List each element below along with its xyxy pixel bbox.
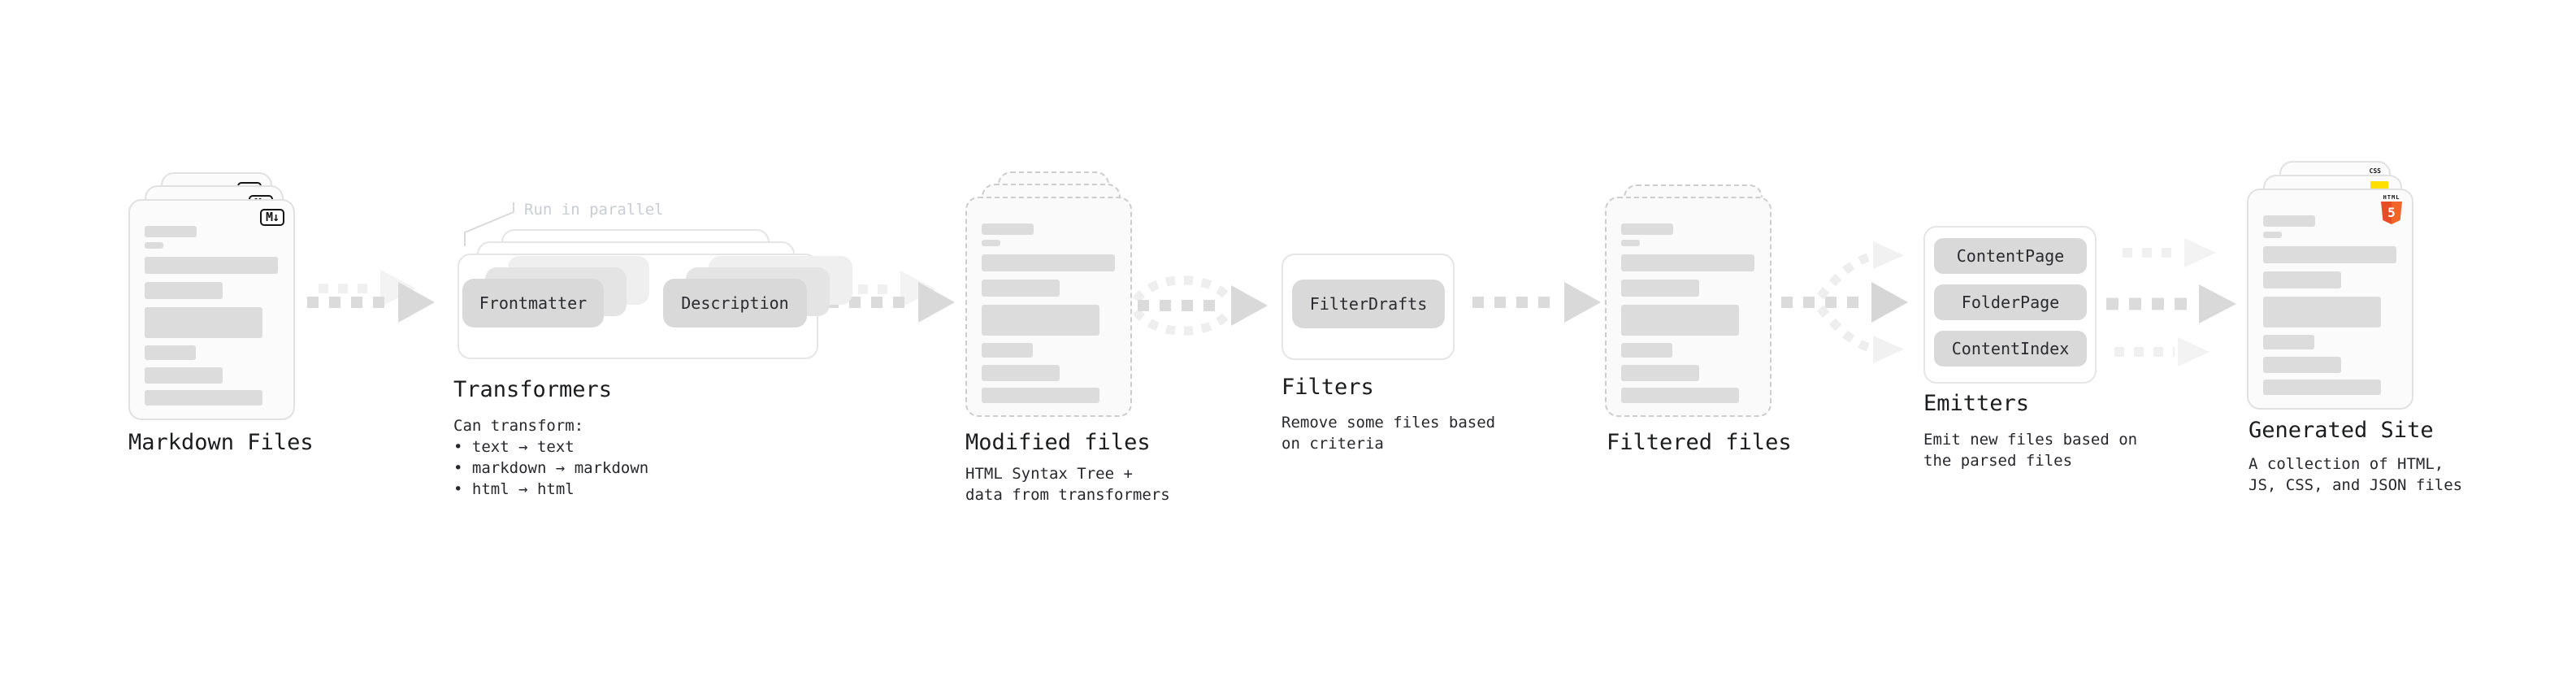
html5-word: HTML (2383, 194, 2400, 201)
placeholder-bar (1621, 365, 1699, 381)
modified-desc-line: HTML Syntax Tree + (965, 465, 1133, 483)
placeholder-bar (145, 257, 278, 274)
emitters-description: Emit new files based on the parsed files (1923, 429, 2137, 471)
modified-document-front (965, 197, 1132, 417)
transformers-desc-line: • html → html (453, 480, 575, 498)
placeholder-bar (982, 388, 1099, 403)
placeholder-bar (982, 223, 1034, 235)
placeholder-bar (2263, 380, 2381, 395)
placeholder-bar (1621, 280, 1699, 297)
generated-document-front: HTML 5 (2247, 189, 2413, 410)
placeholder-bar (2263, 246, 2396, 263)
placeholder-bar (982, 343, 1033, 358)
placeholder-bar (982, 240, 1000, 246)
contentpage-pill: ContentPage (1934, 238, 2087, 274)
frontmatter-pill: Frontmatter (462, 279, 604, 327)
generated-site-description: A collection of HTML, JS, CSS, and JSON … (2249, 453, 2462, 496)
placeholder-bar (1621, 223, 1673, 235)
arrow-emitters-to-generated-icon (2106, 238, 2236, 367)
filters-title: Filters (1281, 375, 1374, 400)
arrow-filters-to-filtered-icon (1472, 282, 1601, 323)
filters-desc-line: Remove some files based (1281, 414, 1496, 432)
placeholder-bar (145, 345, 196, 360)
placeholder-bar (982, 254, 1115, 271)
html5-shield: 5 (2381, 202, 2402, 224)
placeholder-bar (145, 226, 197, 237)
arrow-modified-to-filters-icon (1132, 275, 1268, 336)
placeholder-bar (2263, 215, 2315, 227)
contentindex-pill: ContentIndex (1934, 331, 2087, 367)
emitters-desc-line: the parsed files (1923, 452, 2073, 470)
placeholder-bar (2263, 357, 2341, 373)
folderpage-pill: FolderPage (1934, 284, 2087, 320)
placeholder-bar (2263, 335, 2314, 349)
modified-desc-line: data from transformers (965, 486, 1170, 504)
modified-files-title: Modified files (965, 430, 1151, 455)
placeholder-bar (982, 280, 1060, 297)
placeholder-bar (2263, 297, 2381, 327)
placeholder-bar (145, 367, 223, 384)
run-in-parallel-annotation: Run in parallel (524, 201, 664, 219)
placeholder-bar (1621, 343, 1672, 358)
filtered-document-front (1605, 197, 1772, 417)
placeholder-bar (1621, 254, 1754, 271)
filters-desc-line: on criteria (1281, 435, 1384, 453)
arrow-filtered-to-emitters-icon (1781, 241, 1908, 363)
transformers-title: Transformers (453, 377, 613, 402)
generated-desc-line: A collection of HTML, (2249, 455, 2444, 473)
filtered-files-title: Filtered files (1607, 430, 1792, 455)
generated-site-title: Generated Site (2249, 418, 2434, 443)
placeholder-bar (145, 282, 223, 299)
placeholder-bar (1621, 388, 1739, 403)
markdown-icon: M↓ (259, 209, 284, 226)
javascript-icon (2370, 181, 2388, 189)
filterdrafts-pill: FilterDrafts (1292, 280, 1445, 328)
placeholder-bar (145, 242, 163, 249)
emitters-title: Emitters (1923, 391, 2030, 416)
markdown-files-title: Markdown Files (128, 430, 314, 455)
placeholder-bar (2263, 232, 2282, 238)
arrow-markdown-to-transformers-icon (307, 270, 435, 323)
placeholder-bar (145, 307, 262, 338)
description-pill: Description (663, 279, 807, 327)
generated-desc-line: JS, CSS, and JSON files (2249, 476, 2463, 494)
transformers-desc-line: • text → text (453, 438, 575, 456)
html5-number: 5 (2387, 205, 2396, 220)
emitters-desc-line: Emit new files based on (1923, 431, 2138, 449)
placeholder-bar (2263, 271, 2341, 288)
filters-description: Remove some files based on criteria (1281, 412, 1495, 454)
transformers-desc-line: • markdown → markdown (453, 459, 649, 477)
placeholder-bar (982, 305, 1099, 336)
markdown-document-front: M↓ (128, 199, 295, 420)
placeholder-bar (982, 365, 1060, 381)
html5-icon: HTML 5 (2381, 194, 2402, 224)
placeholder-bar (1621, 305, 1739, 336)
placeholder-bar (145, 390, 262, 406)
modified-files-description: HTML Syntax Tree + data from transformer… (965, 463, 1170, 505)
placeholder-bar (1621, 240, 1640, 246)
transformers-description: Can transform: • text → text • markdown … (453, 415, 648, 500)
transformers-desc-line: Can transform: (453, 417, 584, 435)
